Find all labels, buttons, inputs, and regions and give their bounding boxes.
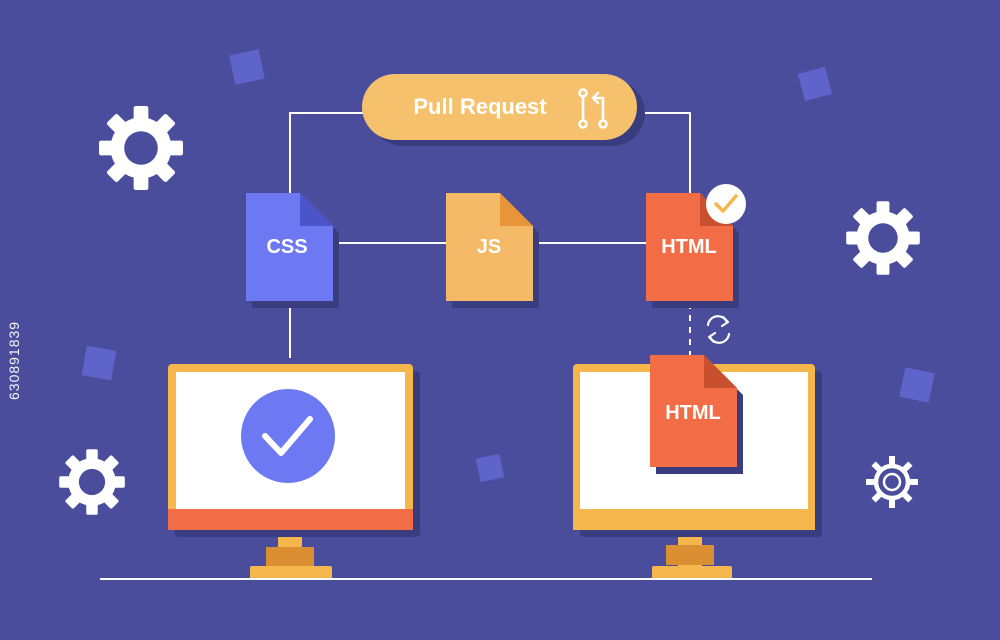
- html-file-bottom-label: HTML: [665, 402, 721, 424]
- js-file: JS: [446, 193, 539, 308]
- decor-square: [229, 49, 265, 85]
- pull-request-label: Pull Request: [413, 94, 547, 119]
- decor-square: [81, 345, 117, 381]
- git-pull-request-icon: [578, 88, 608, 129]
- check-icon: [714, 194, 738, 213]
- sync-arrows-icon: [706, 315, 731, 344]
- css-file-label: CSS: [266, 236, 307, 258]
- pull-request-pill: Pull Request: [362, 74, 645, 146]
- css-file: CSS: [246, 193, 339, 308]
- decor-square: [797, 66, 833, 102]
- image-id-label: 630891839: [6, 320, 22, 400]
- html-file-bottom: HTML: [650, 355, 743, 474]
- check-badge: [706, 184, 746, 224]
- gear-outline-icon: [866, 456, 918, 508]
- gear-icon: [59, 449, 125, 515]
- html-file-top-label: HTML: [661, 236, 717, 258]
- left-monitor: [168, 364, 420, 580]
- success-circle: [241, 389, 335, 483]
- js-file-label: JS: [477, 236, 501, 258]
- decor-square: [475, 453, 505, 483]
- connector-lines: [289, 112, 691, 358]
- decor-square: [899, 367, 935, 403]
- gear-icon: [99, 106, 183, 190]
- check-icon: [262, 416, 313, 456]
- gear-icon: [846, 201, 920, 275]
